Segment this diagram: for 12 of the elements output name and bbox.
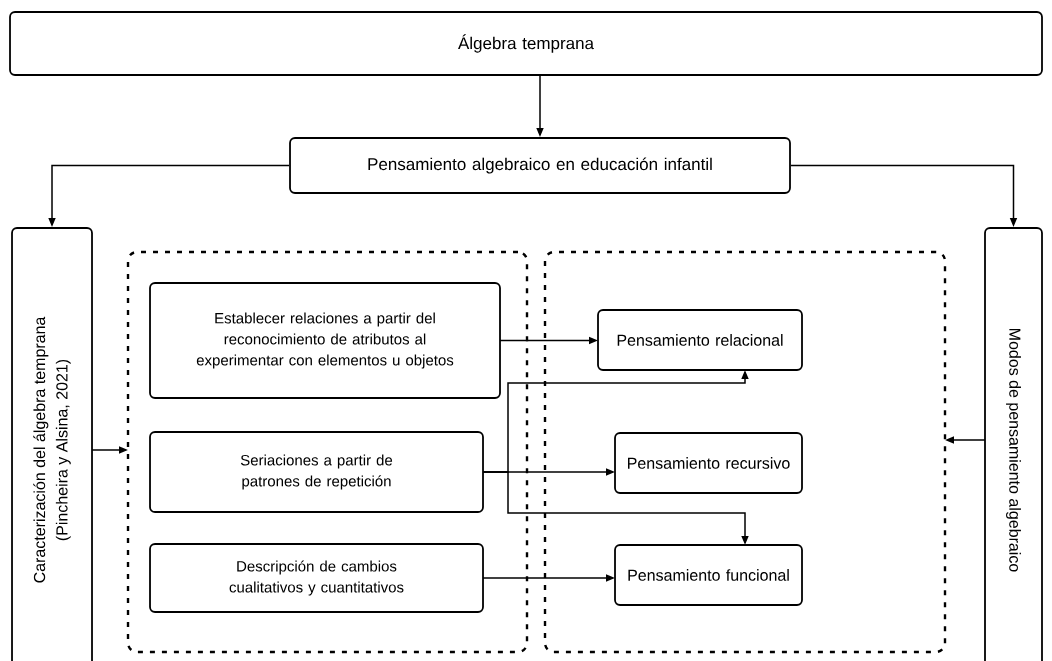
- side-box: Caracterización del álgebra temprana (Pincheira y Alsina, 2021): [11, 227, 93, 661]
- process-box: Establecer relaciones a partir del reconocimiento de atributos al experimentar con elementos u objetos: [149, 282, 501, 399]
- process-box: Pensamiento funcional: [614, 544, 803, 606]
- process-box: Pensamiento relacional: [597, 309, 803, 371]
- title-box: Álgebra temprana: [9, 11, 1043, 76]
- process-box: Pensamiento algebraico en educación infantil: [289, 137, 791, 194]
- side-box: Modos de pensamiento algebraico: [984, 227, 1043, 661]
- process-box: Seriaciones a partir de patrones de repetición: [149, 431, 484, 513]
- group-frame: [126, 250, 529, 654]
- group-frame: [543, 250, 947, 654]
- process-box: Descripción de cambios cualitativos y cuantitativos: [149, 543, 484, 613]
- process-box: Pensamiento recursivo: [614, 432, 803, 494]
